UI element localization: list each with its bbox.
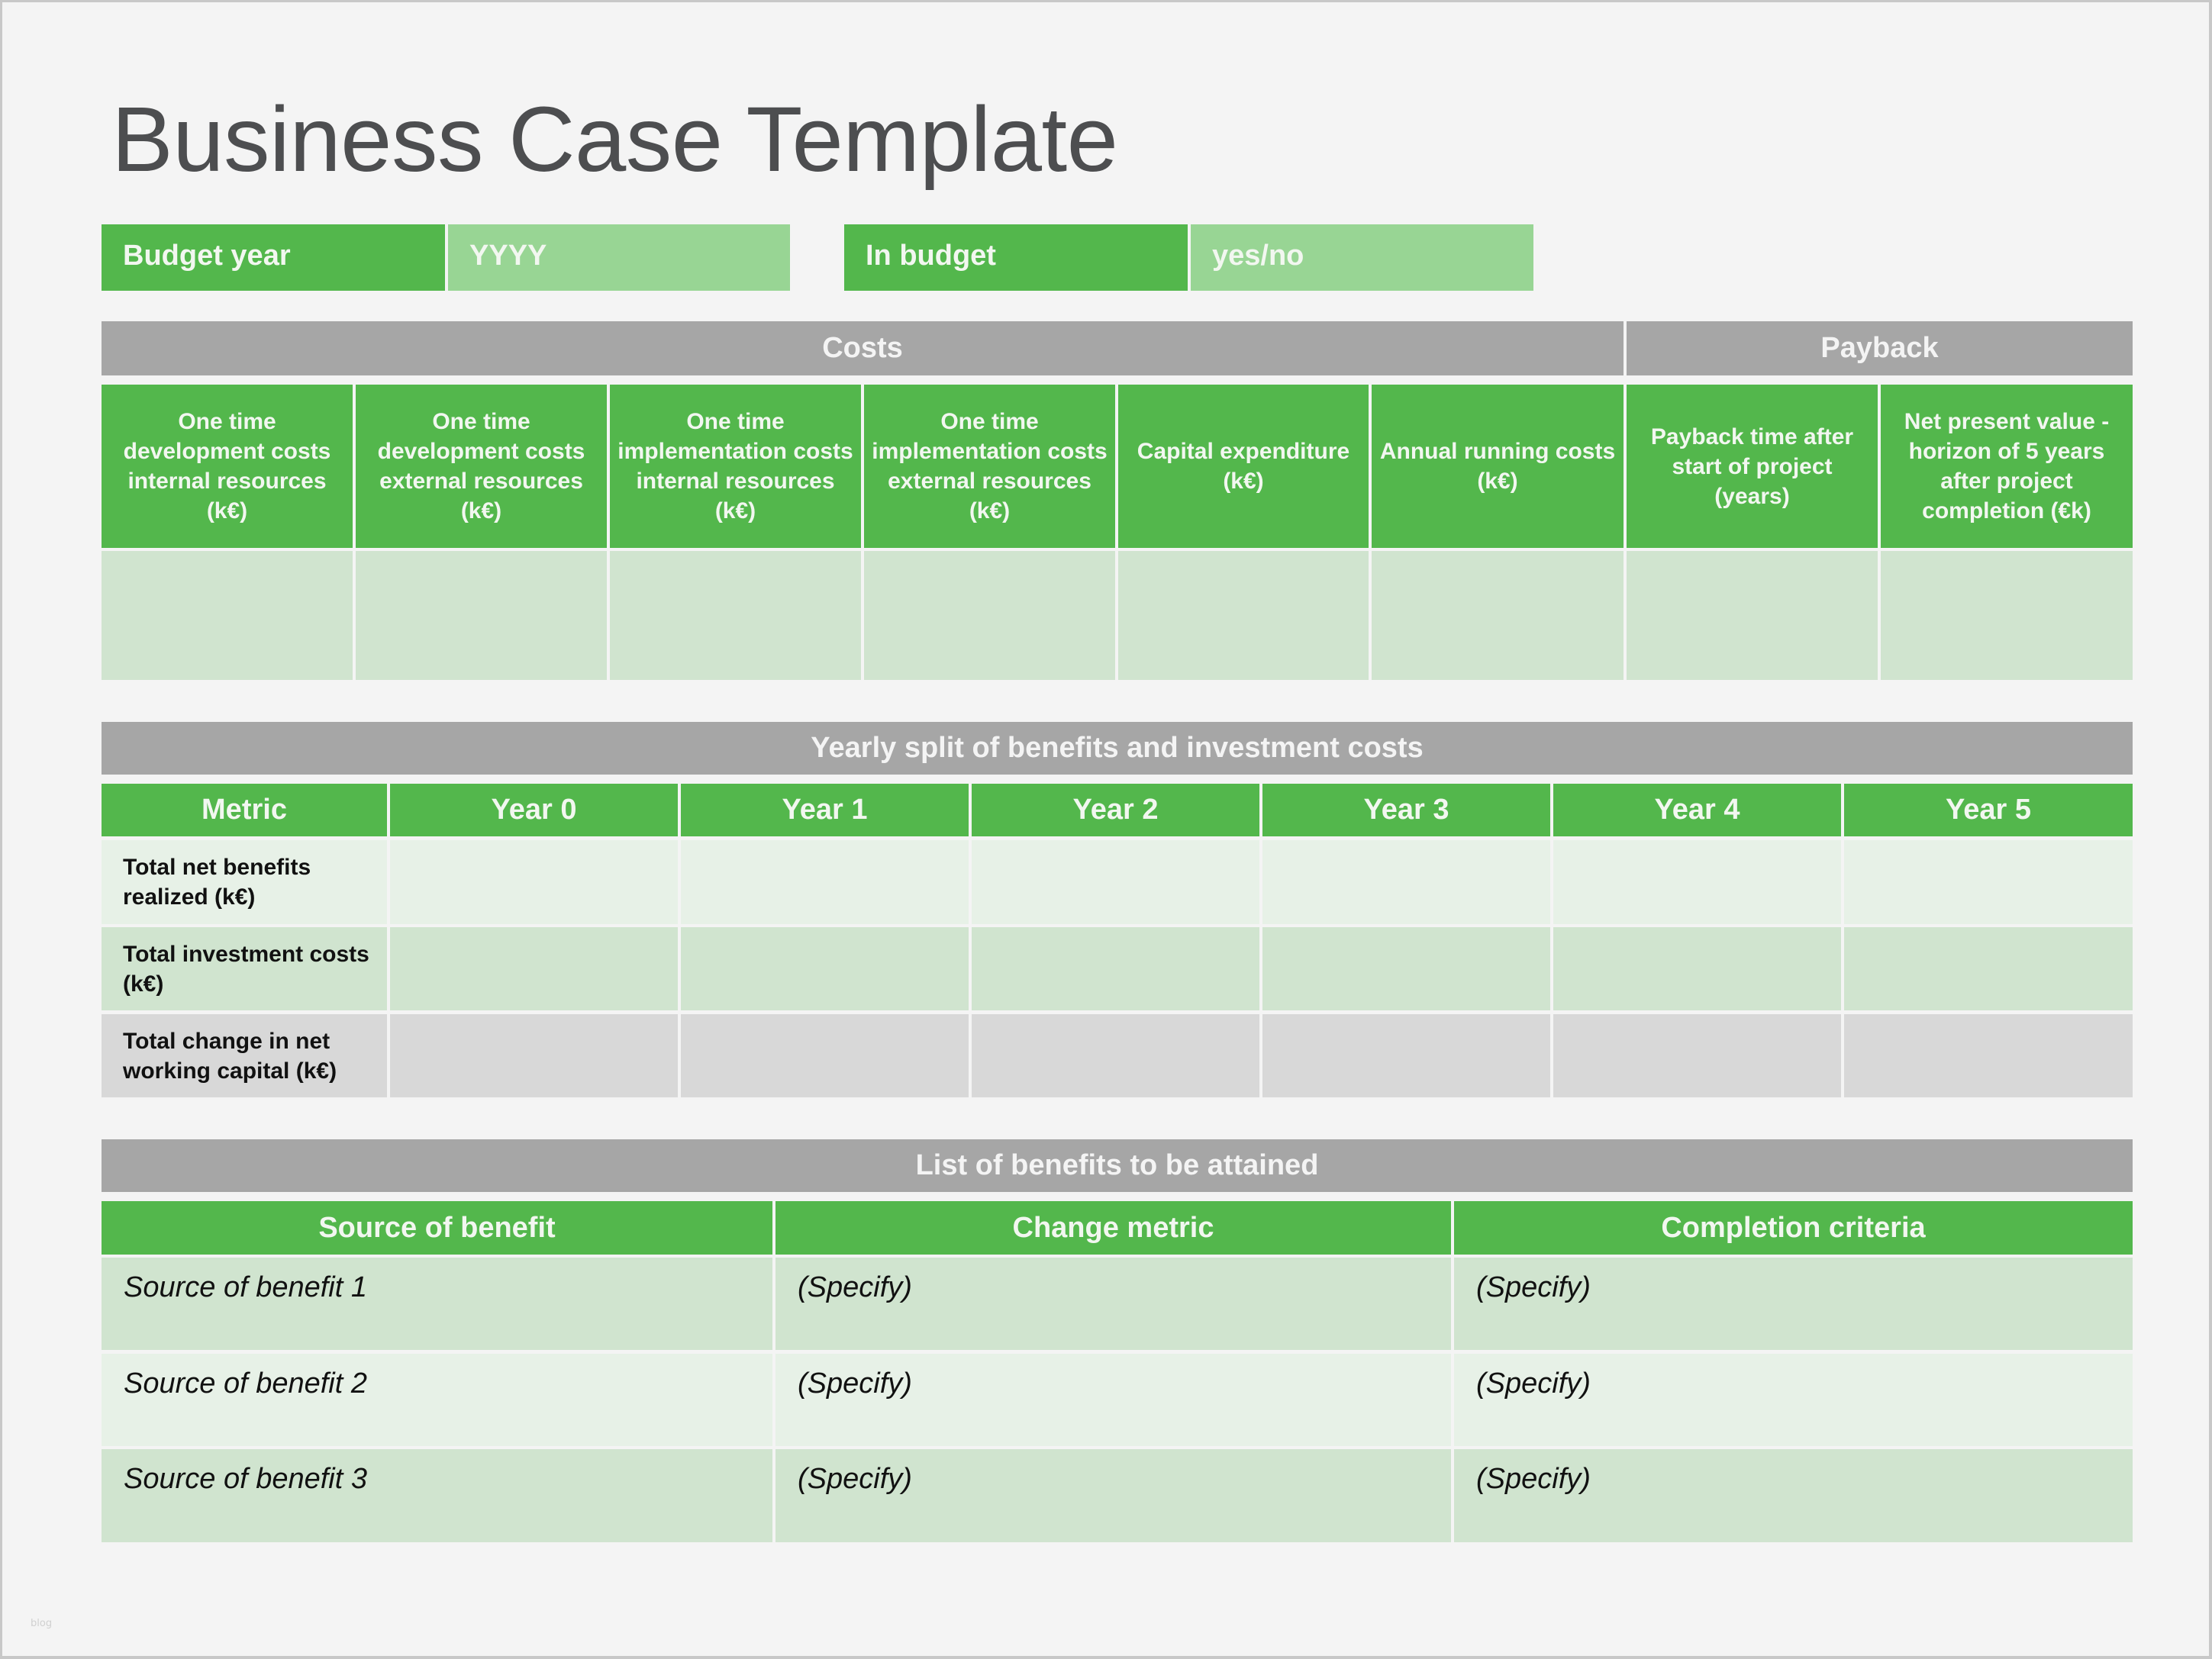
net-benefits-year-3[interactable] [1262,840,1550,924]
benefit-change-metric-3[interactable]: (Specify) [775,1449,1451,1542]
working-capital-year-2[interactable] [972,1014,1259,1097]
investment-costs-year-5[interactable] [1844,927,2133,1010]
investment-costs-year-4[interactable] [1553,927,1841,1010]
col-header-dev-internal: One time development costs internal reso… [102,385,353,548]
investment-costs-year-3[interactable] [1262,927,1550,1010]
net-benefits-year-5[interactable] [1844,840,2133,924]
investment-costs-year-2[interactable] [972,927,1259,1010]
col-header-metric: Metric [102,784,387,836]
col-header-impl-internal: One time implementation costs internal r… [610,385,861,548]
costs-group-header: Costs [102,321,1624,375]
col-header-impl-external: One time implementation costs external r… [864,385,1115,548]
col-header-completion-criteria: Completion criteria [1454,1201,2133,1255]
col-header-year-0: Year 0 [390,784,678,836]
benefit-change-metric-2[interactable]: (Specify) [775,1354,1451,1446]
col-header-annual-running: Annual running costs (k€) [1372,385,1624,548]
in-budget-field[interactable]: yes/no [1191,224,1533,291]
cost-input-dev-external[interactable] [356,551,607,680]
cost-input-impl-internal[interactable] [610,551,861,680]
col-header-payback-time: Payback time after start of project (yea… [1627,385,1878,548]
benefit-source-3[interactable]: Source of benefit 3 [102,1449,772,1542]
investment-costs-year-0[interactable] [390,927,678,1010]
working-capital-year-0[interactable] [390,1014,678,1097]
col-header-year-4: Year 4 [1553,784,1841,836]
col-header-npv: Net present value - horizon of 5 years a… [1881,385,2133,548]
working-capital-year-4[interactable] [1553,1014,1841,1097]
cost-input-capex[interactable] [1118,551,1369,680]
metric-net-working-capital: Total change in net working capital (k€) [102,1014,387,1097]
net-benefits-year-4[interactable] [1553,840,1841,924]
col-header-year-1: Year 1 [681,784,969,836]
cost-input-dev-internal[interactable] [102,551,353,680]
col-header-source-of-benefit: Source of benefit [102,1201,772,1255]
benefits-list-title: List of benefits to be attained [102,1139,2133,1192]
benefit-completion-criteria-2[interactable]: (Specify) [1454,1354,2133,1446]
cost-input-annual-running[interactable] [1372,551,1624,680]
net-benefits-year-0[interactable] [390,840,678,924]
benefit-source-1[interactable]: Source of benefit 1 [102,1258,772,1350]
yearly-split-title: Yearly split of benefits and investment … [102,722,2133,775]
working-capital-year-5[interactable] [1844,1014,2133,1097]
benefit-completion-criteria-1[interactable]: (Specify) [1454,1258,2133,1350]
net-benefits-year-2[interactable] [972,840,1259,924]
in-budget-label: In budget [844,224,1188,291]
col-header-dev-external: One time development costs external reso… [356,385,607,548]
benefit-change-metric-1[interactable]: (Specify) [775,1258,1451,1350]
col-header-capex: Capital expenditure (k€) [1118,385,1369,548]
col-header-year-5: Year 5 [1844,784,2133,836]
budget-year-field[interactable]: YYYY [448,224,790,291]
col-header-year-2: Year 2 [972,784,1259,836]
budget-year-label: Budget year [102,224,445,291]
page-title: Business Case Template [111,87,1118,191]
col-header-year-3: Year 3 [1262,784,1550,836]
benefit-completion-criteria-3[interactable]: (Specify) [1454,1449,2133,1542]
metric-total-net-benefits: Total net benefits realized (k€) [102,840,387,924]
benefit-source-2[interactable]: Source of benefit 2 [102,1354,772,1446]
metric-total-investment-costs: Total investment costs (k€) [102,927,387,1010]
footer-watermark: blog [31,1618,53,1629]
cost-input-impl-external[interactable] [864,551,1115,680]
investment-costs-year-1[interactable] [681,927,969,1010]
net-benefits-year-1[interactable] [681,840,969,924]
col-header-change-metric: Change metric [775,1201,1451,1255]
payback-group-header: Payback [1627,321,2133,375]
payback-input-time[interactable] [1627,551,1878,680]
working-capital-year-3[interactable] [1262,1014,1550,1097]
payback-input-npv[interactable] [1881,551,2133,680]
working-capital-year-1[interactable] [681,1014,969,1097]
